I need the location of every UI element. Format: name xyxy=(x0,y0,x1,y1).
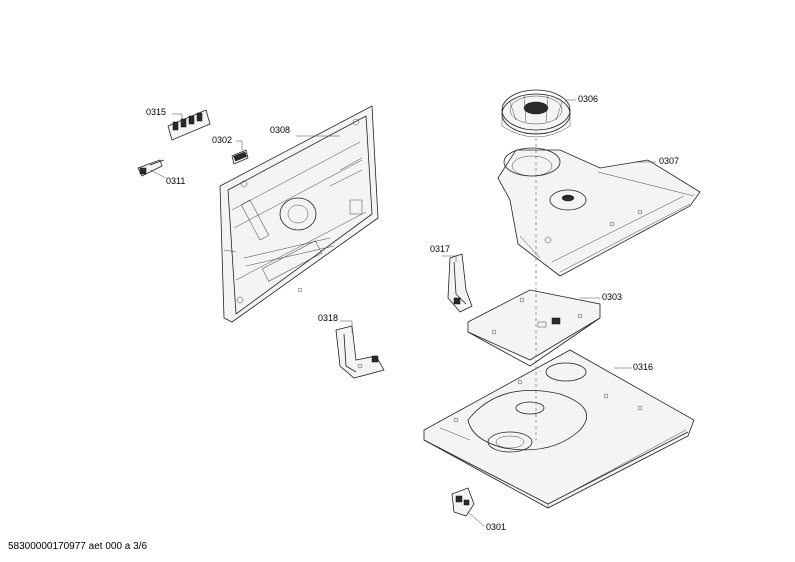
connector-part[interactable] xyxy=(451,487,475,517)
fan-wheel-part[interactable] xyxy=(501,89,571,138)
part-label-0316[interactable]: 0316 xyxy=(633,362,653,372)
leader-line-0301 xyxy=(467,511,485,527)
part-label-0306[interactable]: 0306 xyxy=(578,94,598,104)
part-label-0303[interactable]: 0303 xyxy=(602,292,622,302)
part-label-0311[interactable]: 0311 xyxy=(166,176,185,186)
document-number: 58300000170977 aet 000 a 3/6 xyxy=(8,541,148,552)
rear-wall-panel[interactable] xyxy=(219,105,379,323)
terminal-block-part[interactable] xyxy=(167,109,211,141)
part-label-0308[interactable]: 0308 xyxy=(270,125,290,135)
part-label-0302[interactable]: 0302 xyxy=(212,135,232,145)
leader-line-0311 xyxy=(149,169,167,179)
switch-part[interactable] xyxy=(231,149,249,165)
part-label-0318[interactable]: 0318 xyxy=(318,313,338,323)
cover-plate-part[interactable] xyxy=(467,289,601,367)
holder-part[interactable] xyxy=(335,325,385,379)
part-label-0317[interactable]: 0317 xyxy=(430,244,450,254)
bracket-part[interactable] xyxy=(447,253,473,313)
part-label-0315[interactable]: 0315 xyxy=(146,107,166,117)
base-plate-part[interactable] xyxy=(423,349,695,509)
part-label-0307[interactable]: 0307 xyxy=(659,156,679,166)
part-label-0301[interactable]: 0301 xyxy=(486,522,506,532)
sensor-part[interactable] xyxy=(137,159,165,177)
fan-housing-part[interactable] xyxy=(497,147,701,277)
